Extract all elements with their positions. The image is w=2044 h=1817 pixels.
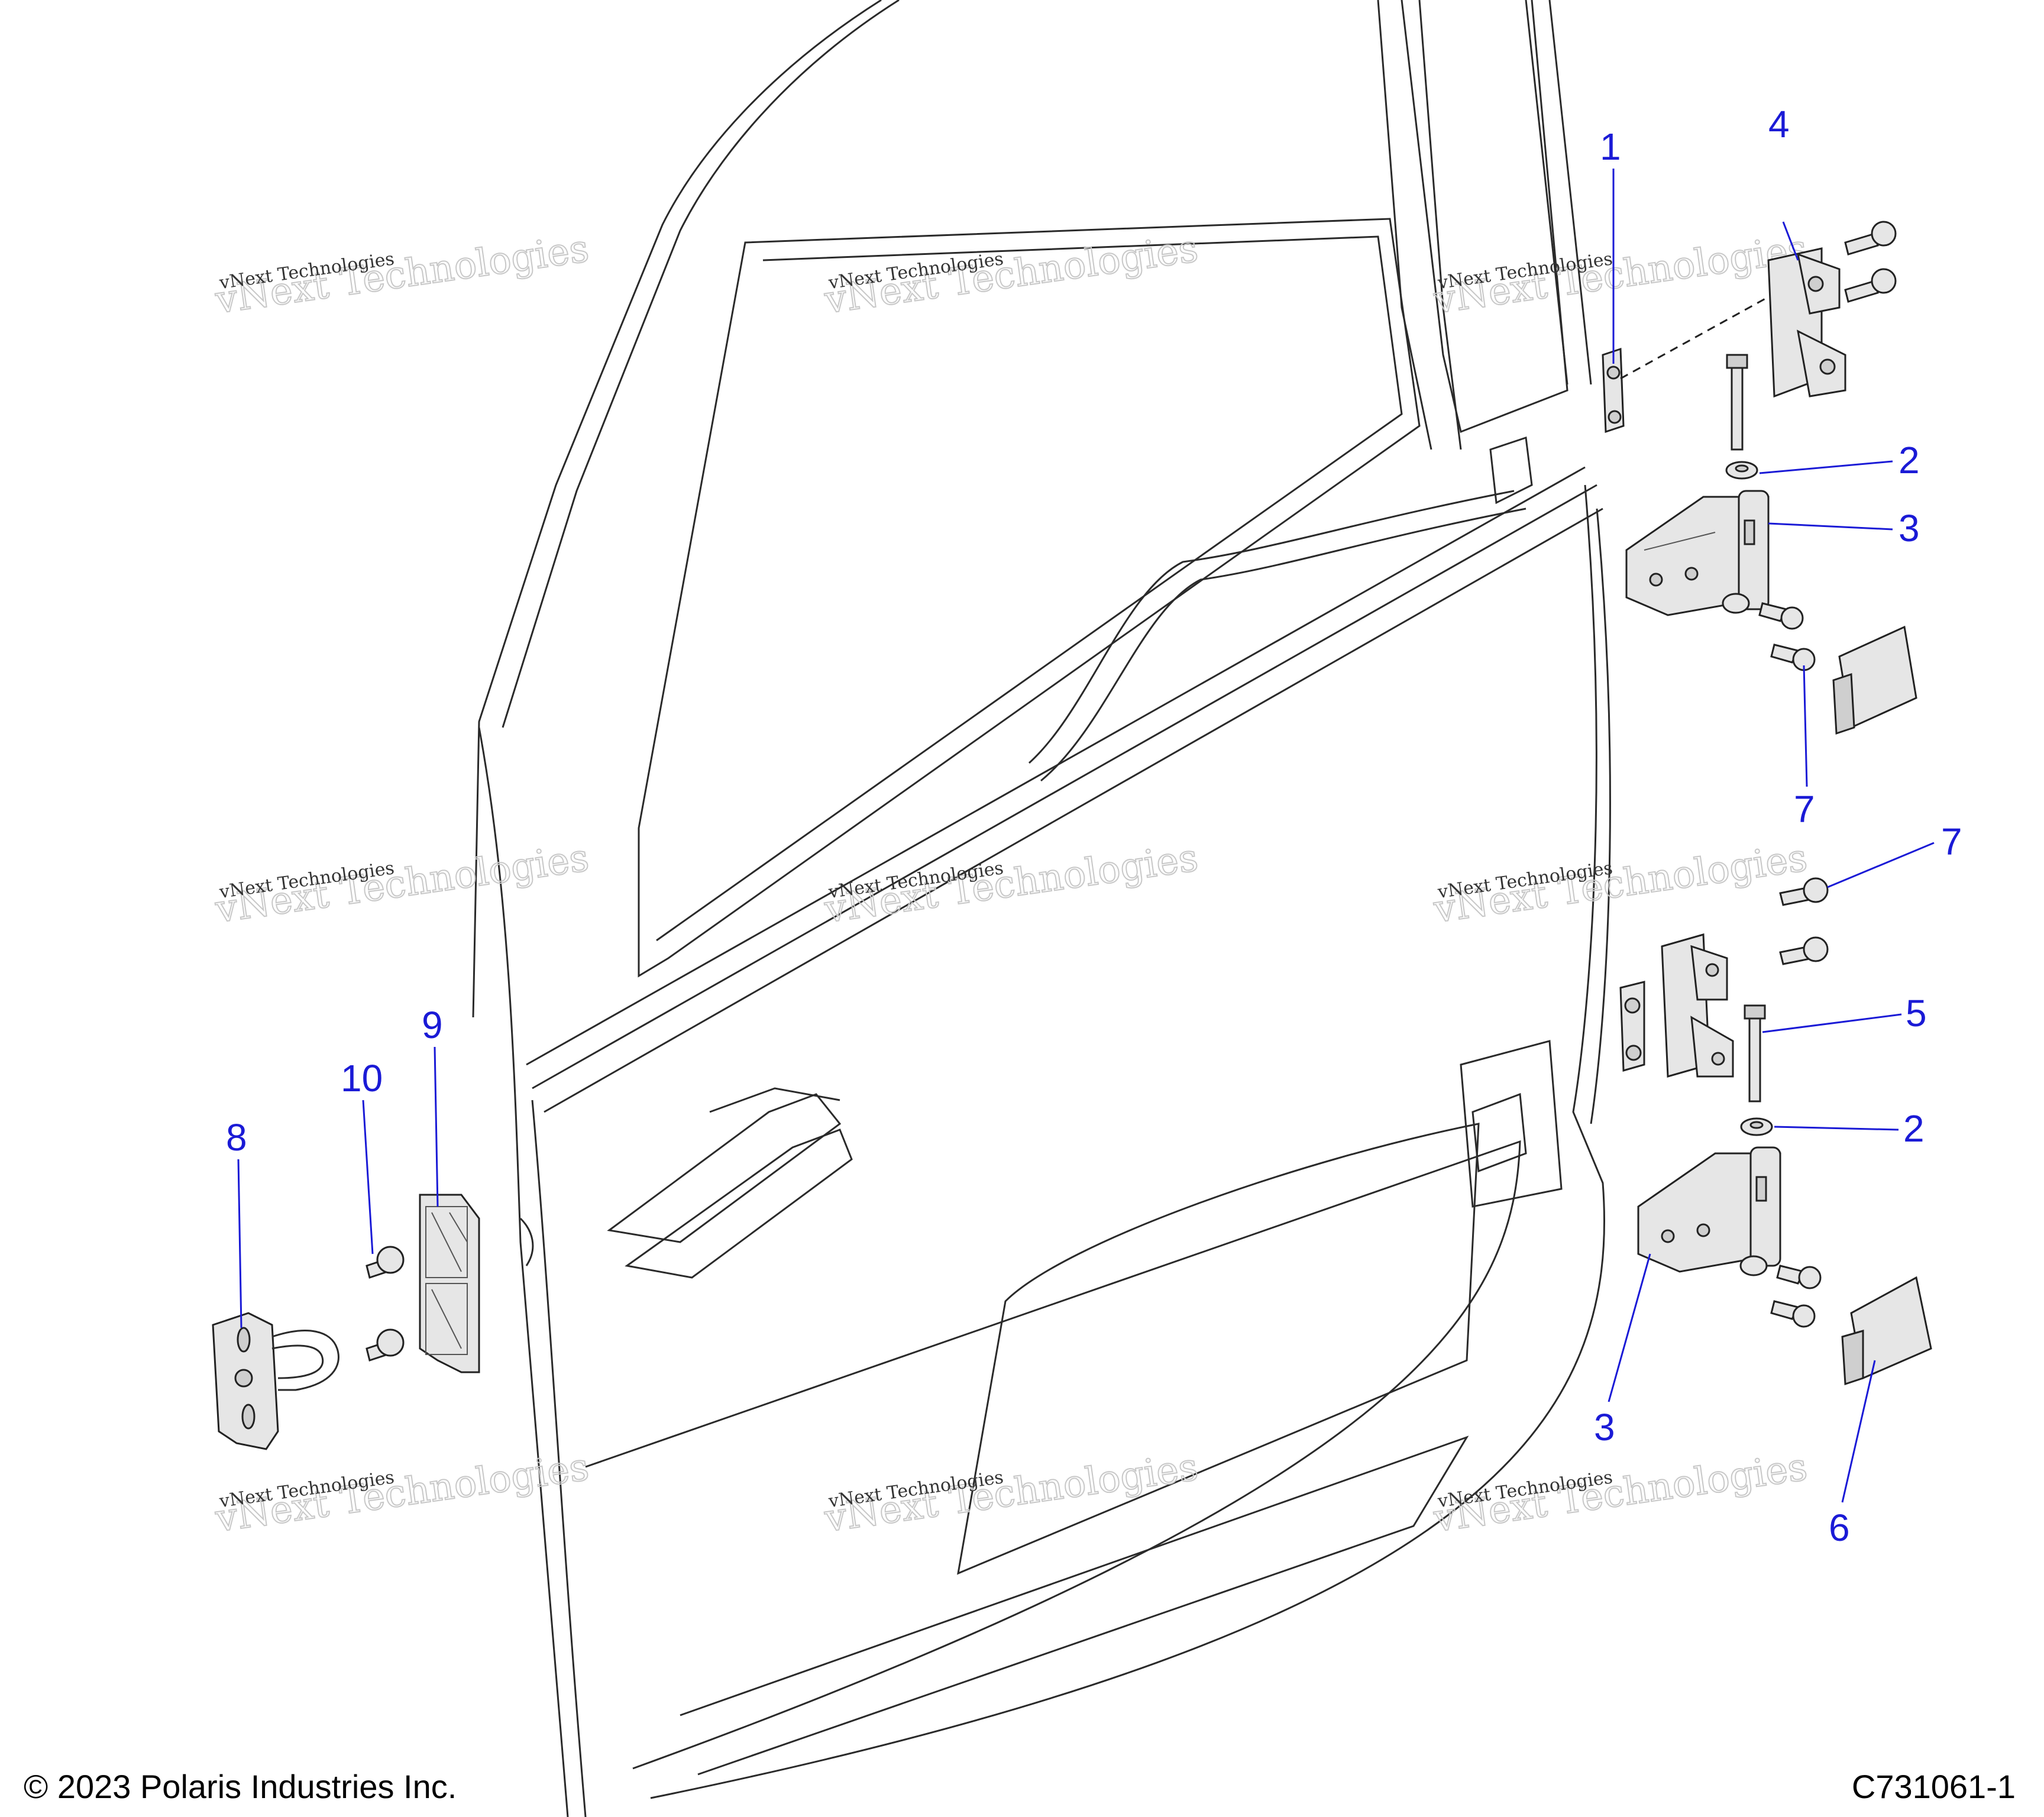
part-4-upper-hinge-bracket (1767, 247, 1846, 398)
part-6-cover-cap (1841, 1276, 1932, 1386)
callout-3-upper: 3 (1899, 507, 1920, 549)
callout-6: 6 (1829, 1506, 1850, 1549)
alignment-dashed-line (1620, 283, 1793, 380)
callout-7-upper: 7 (1794, 788, 1815, 830)
callout-7-lower: 7 (1941, 820, 1962, 863)
door-outline (472, 0, 1611, 1817)
part-5-long-bolt (1744, 1004, 1766, 1103)
nut-bolt-group-lower (1739, 1255, 1822, 1328)
part-3-lower-hinge (1637, 1146, 1781, 1273)
callout-4: 4 (1768, 103, 1790, 146)
part-9-bumper-plate (419, 1194, 480, 1373)
callout-2-upper: 2 (1899, 439, 1920, 481)
part-1-plate (1602, 347, 1625, 434)
cover-cap-upper (1832, 625, 1917, 735)
part-2-washer-upper (1725, 461, 1758, 480)
part-7-bolts-lower (1779, 877, 1829, 965)
callout-2-lower: 2 (1903, 1107, 1925, 1150)
callout-9: 9 (422, 1004, 443, 1046)
part-10-screws (366, 1246, 405, 1362)
long-bolt-upper (1726, 354, 1748, 451)
callout-8: 8 (226, 1116, 247, 1159)
leader-lines (237, 169, 1935, 1503)
part-3-upper-hinge (1625, 490, 1770, 616)
lower-hinge-bracket (1661, 933, 1734, 1078)
nut-bolt-group-upper (1722, 593, 1816, 671)
callout-3-lower: 3 (1594, 1406, 1615, 1449)
bolt-pair-upper (1844, 221, 1897, 303)
callout-labels: 1 4 2 3 7 7 5 2 3 6 9 10 8 (226, 103, 1962, 1549)
callout-10: 10 (341, 1057, 383, 1100)
diagram-id: C731061-1 (1852, 1768, 2016, 1805)
part-8-door-striker (212, 1312, 339, 1450)
lower-small-plate (1619, 981, 1645, 1072)
callout-5: 5 (1906, 992, 1927, 1034)
copyright-notice: © 2023 Polaris Industries Inc. (24, 1768, 457, 1805)
callout-1: 1 (1600, 125, 1621, 168)
part-2-washer-lower (1740, 1117, 1773, 1136)
